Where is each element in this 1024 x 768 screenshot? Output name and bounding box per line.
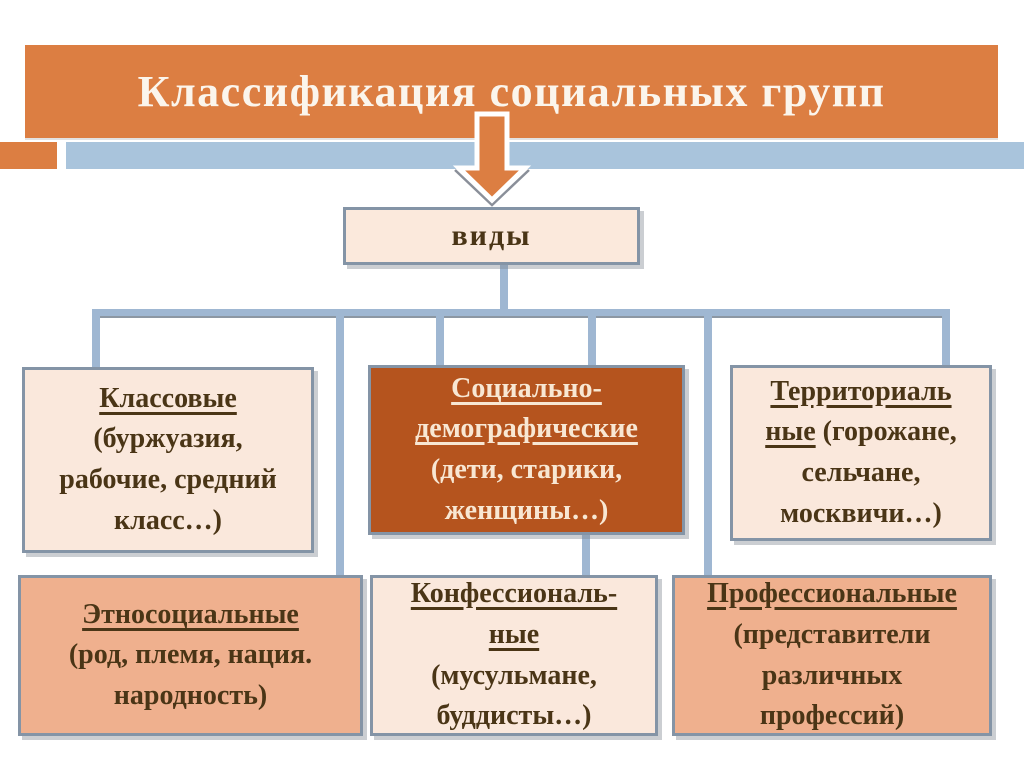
text-line: Конфессиональ- [410,578,618,610]
text-line: (дети, старики, [430,454,623,485]
box-etnosotsialnye: Этносоциальные (род, племя, нация. народно… [18,575,363,736]
connector-drop-etnosotsialnye [336,316,344,575]
text-line: ные (горожане, [765,416,957,448]
left-accent-bar [0,142,57,169]
connector-drop-klassovye [92,316,100,368]
title-banner: Классификация социальных групп [25,45,998,138]
connector-drop-sotsdem-right [588,316,596,368]
text-line: рабочие, средний [59,464,277,495]
text-line: Социально- [451,372,602,404]
text-line: народность) [113,679,268,711]
text-line: профессий) [759,700,905,732]
connector-horizontal [92,309,950,318]
text-line: класс…) [113,504,223,536]
box-professionalnye: Профессиональные (представители различных п… [672,575,992,736]
text-line: Профессиональные [707,578,957,610]
text-line: женщины…) [444,494,609,526]
connector-drop-territorialnye [942,316,950,368]
text-line: (мусульмане, [431,659,597,691]
text-line: буддисты…) [436,700,592,732]
node-vidy-label: виды [451,219,532,252]
down-arrow-icon [452,111,532,207]
text-line: демографические [415,413,638,445]
text-line: Территориаль [770,375,952,407]
node-vidy: виды [343,207,640,265]
horizontal-accent-bar [66,142,1024,169]
connector-drop-konfessionalnye [582,533,590,575]
text-line: (представители [733,618,931,650]
box-territorialnye: Территориаль ные (горожане, сельчане, москв… [730,365,992,541]
text-line: Классовые [99,382,237,414]
text-line: различных [761,659,903,691]
text-line: Этносоциальные [82,598,299,630]
text-line: москвичи…) [780,497,942,529]
text-line: (род, племя, нация. [68,639,313,671]
connector-root-stub [500,265,508,309]
page-title: Классификация социальных групп [137,67,886,116]
text-line: (буржуазия, [93,423,243,455]
connector-drop-sotsdem-left [436,316,444,368]
box-klassovye: Классовые (буржуазия, рабочие, средний клас… [22,367,314,553]
connector-drop-professionalnye [704,316,712,575]
box-sotsialno-demograficheskie: Социально-демографические (дети, старики,… [368,365,685,535]
box-konfessionalnye: Конфессиональ-ные (мусульмане, буддисты…) [370,575,658,736]
text-line: ные [488,618,540,650]
text-line: сельчане, [801,457,921,488]
